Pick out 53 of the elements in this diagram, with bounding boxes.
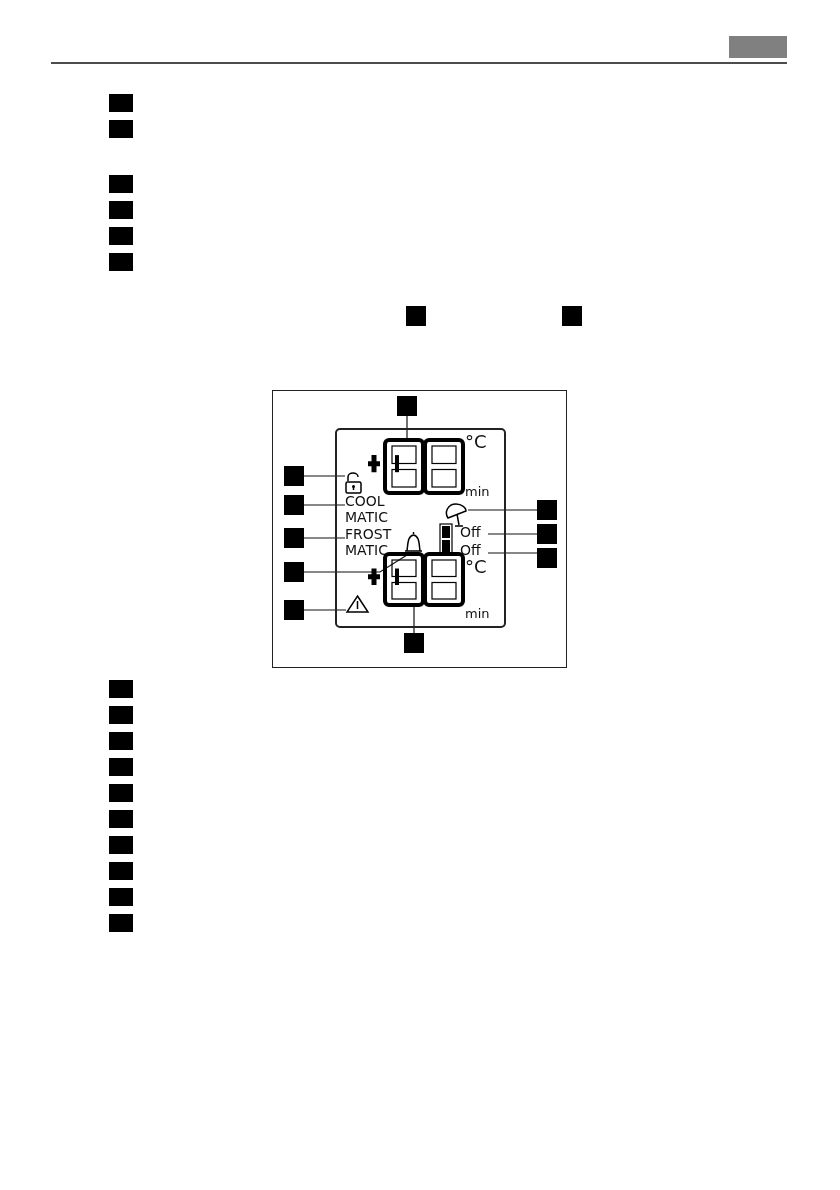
list-marker	[109, 175, 133, 193]
unit-label: °C	[465, 557, 487, 577]
leader-line	[487, 533, 538, 535]
list-marker	[109, 810, 133, 828]
padlock-icon	[345, 472, 362, 494]
list-marker	[109, 201, 133, 219]
callout-square	[284, 528, 304, 548]
leader-line	[413, 606, 415, 634]
list-marker	[109, 680, 133, 698]
list-marker	[109, 120, 133, 138]
leader-line	[303, 609, 347, 611]
list-marker	[109, 94, 133, 112]
list-marker	[109, 253, 133, 271]
callout-square	[537, 548, 557, 568]
list-marker	[109, 706, 133, 724]
list-marker	[109, 227, 133, 245]
display-panel	[335, 428, 506, 628]
list-marker	[562, 306, 582, 326]
list-marker	[109, 758, 133, 776]
list-marker	[109, 836, 133, 854]
leader-line	[467, 509, 538, 511]
list-marker	[406, 306, 426, 326]
status-text: Off	[460, 524, 488, 540]
callout-square	[284, 600, 304, 620]
leader-line	[487, 552, 538, 554]
leader-line	[303, 554, 408, 573]
callout-square	[404, 633, 424, 653]
callout-square	[284, 466, 304, 486]
leader-line	[406, 415, 408, 439]
leader-line	[303, 504, 346, 506]
callout-square	[537, 500, 557, 520]
mode-label: COOL MATIC	[345, 493, 397, 525]
warning-icon	[346, 595, 369, 613]
status-text: Off	[460, 542, 488, 558]
list-marker	[109, 732, 133, 750]
callout-square	[397, 396, 417, 416]
seven-segment-digits	[367, 438, 463, 495]
callout-square	[284, 562, 304, 582]
list-marker	[109, 862, 133, 880]
list-marker	[109, 888, 133, 906]
list-marker	[109, 784, 133, 802]
callout-square	[284, 495, 304, 515]
header-tab	[729, 36, 787, 58]
unit-label: min	[465, 484, 490, 499]
callout-square	[537, 524, 557, 544]
figure-frame	[272, 390, 567, 668]
leader-line	[303, 475, 346, 477]
bar-indicator	[439, 523, 453, 555]
list-marker	[109, 914, 133, 932]
mode-label: FROST MATIC	[345, 526, 399, 558]
unit-label: °C	[465, 432, 487, 452]
unit-label: min	[465, 606, 490, 621]
leader-line	[303, 537, 346, 539]
